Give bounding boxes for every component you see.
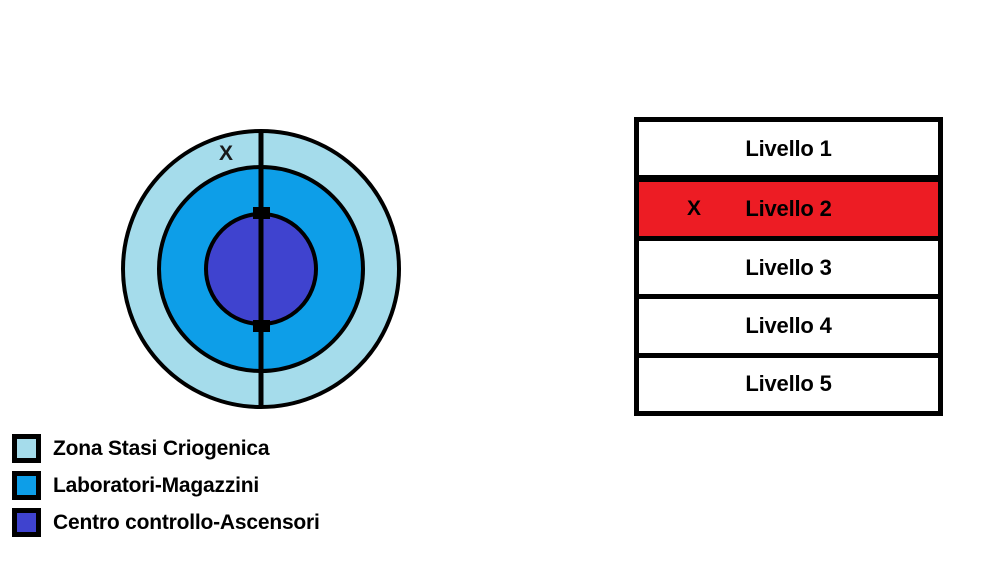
zone-legend: Zona Stasi Criogenica Laboratori-Magazzi… <box>12 430 432 541</box>
table-row[interactable]: Livello 5 <box>639 357 938 412</box>
legend-label-cryo: Zona Stasi Criogenica <box>53 436 270 460</box>
table-row[interactable]: Livello 4 <box>639 299 938 358</box>
level-label: Livello 5 <box>745 371 832 397</box>
table-row[interactable]: Livello 1 <box>639 122 938 181</box>
legend-item-cryo: Zona Stasi Criogenica <box>12 430 432 467</box>
legend-swatch-icon-control <box>12 508 41 537</box>
diagram-position-marker: X <box>219 142 233 165</box>
shaft-node-marker-bottom <box>253 320 270 332</box>
level-label: Livello 1 <box>745 135 832 161</box>
level-label: Livello 2 <box>745 196 832 222</box>
level-position-marker: X <box>687 197 702 221</box>
table-row[interactable]: X Livello 2 <box>639 180 938 241</box>
level-label: Livello 4 <box>745 312 832 338</box>
legend-item-labs: Laboratori-Magazzini <box>12 467 432 504</box>
levels-table: Livello 1 X Livello 2 Livello 3 Livello … <box>634 117 943 416</box>
legend-label-control: Centro controllo-Ascensori <box>53 510 320 534</box>
legend-swatch-icon-labs <box>12 471 41 500</box>
shaft-node-marker-top <box>253 207 270 219</box>
level-label: Livello 3 <box>745 254 832 280</box>
station-cross-section-diagram: X <box>118 124 404 414</box>
legend-swatch-icon-cryo <box>12 434 41 463</box>
legend-label-labs: Laboratori-Magazzini <box>53 473 260 497</box>
legend-item-control: Centro controllo-Ascensori <box>12 504 432 541</box>
table-row[interactable]: Livello 3 <box>639 240 938 300</box>
